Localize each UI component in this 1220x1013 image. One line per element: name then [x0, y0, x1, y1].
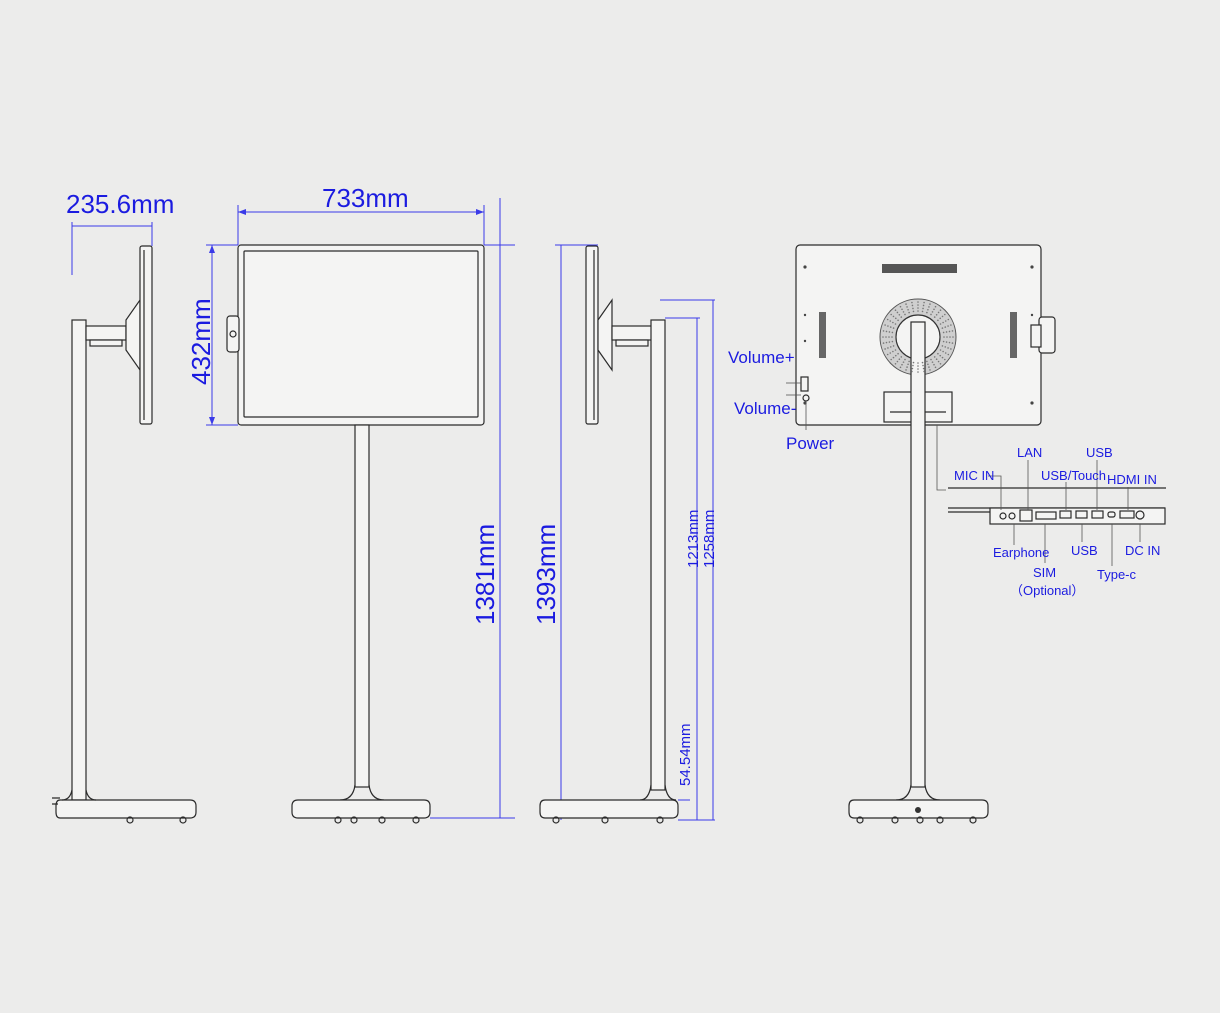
pole-height-high-label: 1258mm — [701, 510, 718, 568]
front-screen-display — [243, 250, 479, 418]
lan-port — [1019, 509, 1033, 522]
max-height-dimension-label: 1393mm — [531, 524, 561, 625]
right-side-pole — [650, 319, 666, 791]
hdmi-in-label: HDMI IN — [1107, 472, 1157, 487]
usb-bottom-label: USB — [1071, 543, 1098, 558]
side-hub — [125, 298, 141, 372]
lan-label: LAN — [1017, 445, 1042, 460]
pole-height-low-label: 1213mm — [685, 510, 702, 568]
usb-touch-port — [1059, 510, 1072, 519]
left-vent — [819, 312, 826, 358]
usb-touch-label: USB/Touch — [1041, 468, 1106, 483]
hub-grille-icon — [882, 301, 954, 373]
port-strip — [989, 507, 1166, 525]
width-dimension-label: 733mm — [322, 183, 409, 213]
side-screen — [139, 245, 153, 425]
hdmi-in-port — [1119, 510, 1135, 519]
right-side-base — [539, 799, 679, 819]
base-height-label: 54.54mm — [677, 723, 694, 786]
volume-up-button — [800, 376, 809, 392]
front-screen — [237, 244, 485, 426]
earphone-label: Earphone — [993, 545, 1049, 560]
sim-label: SIM — [1033, 565, 1056, 580]
type-c-port — [1107, 511, 1116, 518]
side-view-left: 235.6mm — [52, 189, 197, 824]
back-pole — [910, 321, 926, 788]
total-height-dimension-label: 1381mm — [470, 524, 500, 625]
mic-in-label: MIC IN — [954, 468, 994, 483]
right-vent — [1010, 312, 1017, 358]
top-vent — [882, 264, 957, 273]
side-base — [55, 799, 197, 819]
sim-slot — [1035, 511, 1057, 520]
ports-detail: MIC IN LAN USB/Touch USB HDMI IN Earphon… — [948, 445, 1166, 598]
right-side-screen — [585, 245, 599, 425]
front-pole — [354, 424, 370, 788]
back-view: Volume+ Volume- Power — [728, 244, 1166, 824]
side-arm — [85, 325, 127, 341]
side-view-right: 1393mm 1213mm 1258mm 54.54mm — [531, 244, 718, 824]
usb-port-top — [1091, 510, 1104, 519]
earphone-port — [999, 512, 1007, 520]
sim-optional-label: （Optional） — [1010, 583, 1084, 598]
depth-dimension-label: 235.6mm — [66, 189, 174, 219]
side-pole — [71, 319, 87, 801]
usb-top-label: USB — [1086, 445, 1113, 460]
front-base — [291, 799, 431, 819]
dc-in-label: DC IN — [1125, 543, 1160, 558]
dc-in-port — [1135, 510, 1145, 520]
usb-port-bottom — [1075, 510, 1088, 519]
mic-in-port — [1008, 512, 1016, 520]
power-label: Power — [786, 434, 835, 453]
volume-up-label: Volume+ — [728, 348, 795, 367]
front-view: 733mm 432mm 1381mm — [186, 183, 515, 824]
screen-height-dimension-label: 432mm — [186, 298, 216, 385]
volume-down-label: Volume- — [734, 399, 796, 418]
type-c-label: Type-c — [1097, 567, 1137, 582]
camera-module — [226, 315, 240, 353]
